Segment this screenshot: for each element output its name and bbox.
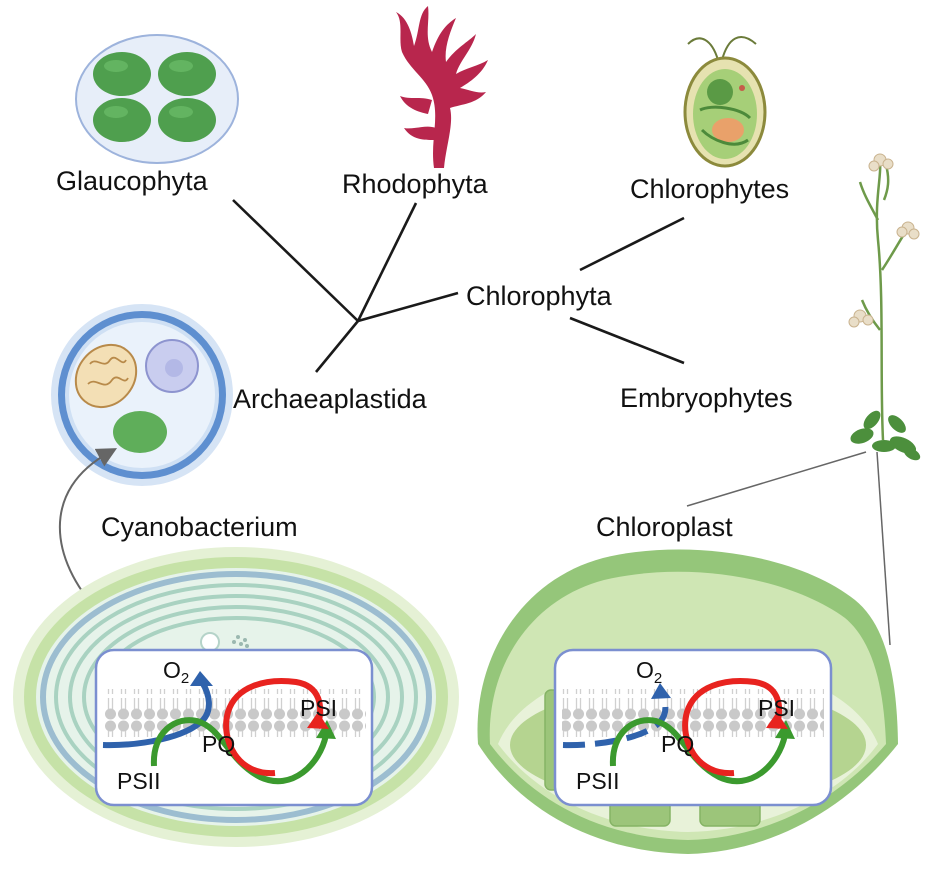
branch-rhodophyta [356,202,418,322]
oxygen-arrowhead [190,671,213,686]
cyanobacterium-title: Cyanobacterium [101,512,298,542]
o2-subscript: 2 [181,670,189,687]
oxygen-arrowhead [651,683,671,699]
branch-chlorophytes [579,216,685,272]
label-chlorophytes: Chlorophytes [630,174,789,204]
label-archaeplastida: Archaeaplastida [233,384,428,414]
o2-subscript: 2 [654,670,662,687]
red-electron-cycle [682,678,782,777]
glaucophyte-cell-illustration [75,34,239,164]
psii-label: PSII [117,768,160,794]
branch-glaucophyta [232,199,359,322]
psi-label: PSI [758,695,795,721]
phylogenetic-tree [232,199,685,373]
o2-label: O [163,657,181,683]
branch-chlorophyta [357,291,459,323]
svg-text:O2: O2 [636,657,662,687]
pq-label: PQ [661,731,694,757]
red-arrowhead [766,712,788,729]
chloroplast-title: Chloroplast [596,512,733,542]
o2-label: O [636,657,654,683]
red-alga-illustration [396,6,488,168]
psi-label: PSI [300,695,337,721]
cyanobacterium-membrane-box: O2 PSI PQ PSII [94,648,374,807]
connector-line-plant-to-chloroplast-left [686,451,867,507]
branch-embryophytes [569,316,685,365]
label-glaucophyta: Glaucophyta [56,166,209,196]
label-rhodophyta: Rhodophyta [342,169,489,199]
psii-label: PSII [576,768,619,794]
green-arrowhead [775,720,795,739]
connector-line-plant-to-chloroplast-right [876,451,891,646]
red-electron-cycle [223,678,323,777]
primary-plastid-icon [113,411,167,453]
pq-label: PQ [202,731,235,757]
mitochondrion-icon [74,343,138,409]
label-embryophytes: Embryophytes [620,383,793,413]
svg-text:O2: O2 [163,657,189,687]
chloroplast-membrane-box: O2 PSI PQ PSII [553,648,833,807]
red-arrowhead [307,712,329,729]
branch-archaeplastida [314,320,360,373]
green-arrowhead [316,720,336,739]
arabidopsis-plant-illustration [848,153,921,461]
label-chlorophyta: Chlorophyta [466,281,613,311]
nucleus-icon [145,339,199,393]
green-alga-cell-illustration [683,36,767,168]
primary-endosymbiosis-cell-illustration [51,304,233,486]
